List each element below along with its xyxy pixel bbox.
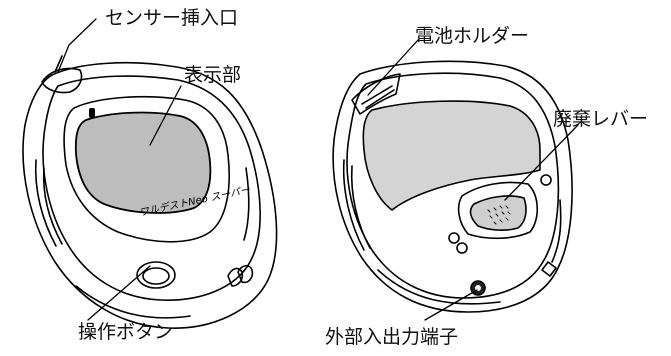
label-eject-lever: 廃棄レバー bbox=[553, 108, 649, 130]
label-button: 操作ボタン bbox=[78, 321, 174, 343]
label-sensor-port: センサー挿入口 bbox=[105, 7, 239, 29]
leader-lines bbox=[57, 18, 579, 321]
front-device bbox=[22, 55, 278, 329]
label-battery-holder: 電池ホルダー bbox=[415, 25, 530, 47]
label-io-port: 外部入出力端子 bbox=[325, 326, 459, 348]
back-device bbox=[332, 60, 573, 313]
label-display: 表示部 bbox=[184, 64, 242, 86]
